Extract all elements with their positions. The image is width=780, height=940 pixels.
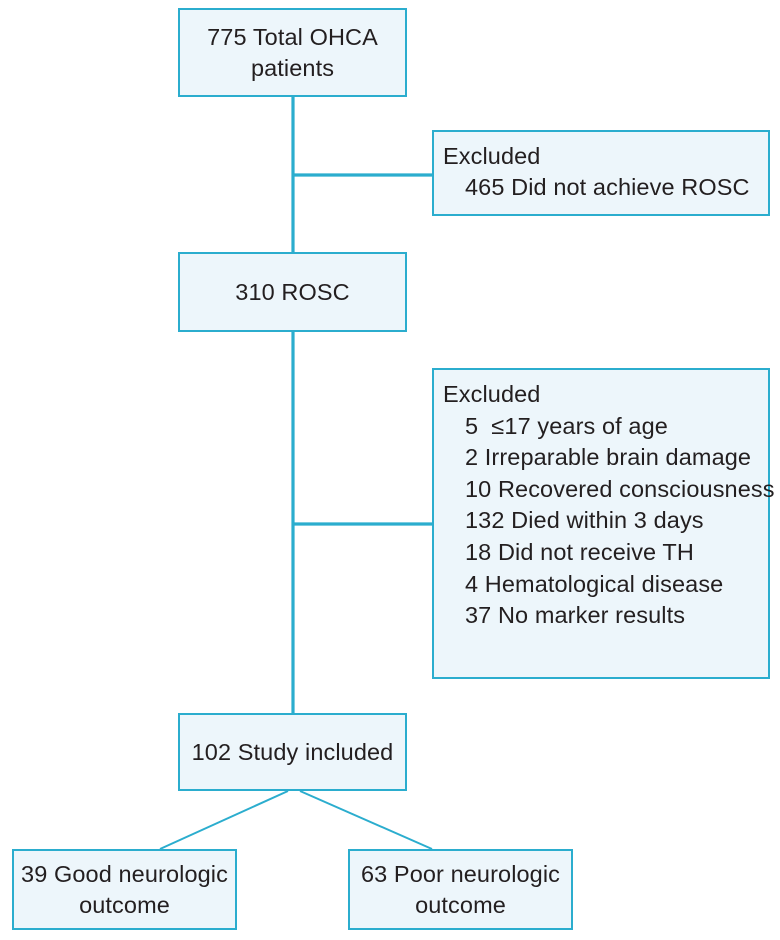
node-excluded-no-rosc: Excluded 465 Did not achieve ROSC bbox=[432, 130, 770, 216]
node-good-outcome-line-2: outcome bbox=[79, 891, 170, 918]
node-poor-outcome-line-1: 63 Poor neurologic bbox=[360, 860, 561, 887]
excluded-study-item-0: 5 ≤17 years of age bbox=[465, 412, 668, 439]
connector-included-to-poor bbox=[299, 790, 433, 850]
node-poor-neurologic-outcome: 63 Poor neurologic outcome bbox=[348, 849, 573, 930]
node-rosc-line-1: 310 ROSC bbox=[235, 278, 350, 305]
excluded-study-heading: Excluded bbox=[443, 381, 541, 407]
excluded-no-rosc-item-0: 465 Did not achieve ROSC bbox=[465, 173, 750, 200]
excluded-no-rosc-heading: Excluded bbox=[443, 143, 541, 169]
node-good-neurologic-outcome: 39 Good neurologic outcome bbox=[12, 849, 237, 930]
excluded-study-item-3: 132 Died within 3 days bbox=[465, 507, 704, 534]
node-total-ohca-patients: 775 Total OHCA patients bbox=[178, 8, 407, 97]
node-study-included-line-1: 102 Study included bbox=[191, 738, 394, 765]
excluded-study-item-2: 10 Recovered consciousness bbox=[465, 475, 775, 502]
node-excluded-study-criteria: Excluded 5 ≤17 years of age 2 Irreparabl… bbox=[432, 368, 774, 679]
excluded-study-item-6: 37 No marker results bbox=[465, 602, 686, 629]
excluded-study-item-1: 2 Irreparable brain damage bbox=[465, 444, 752, 471]
node-good-outcome-line-1: 39 Good neurologic bbox=[21, 860, 228, 887]
excluded-study-item-4: 18 Did not receive TH bbox=[465, 538, 694, 565]
node-poor-outcome-line-2: outcome bbox=[415, 891, 506, 918]
excluded-study-item-5: 4 Hematological disease bbox=[465, 570, 724, 597]
node-study-included: 102 Study included bbox=[178, 713, 407, 791]
node-rosc: 310 ROSC bbox=[178, 252, 407, 332]
node-total-line-1: 775 Total OHCA bbox=[207, 23, 378, 50]
connector-included-to-good bbox=[159, 790, 289, 850]
node-total-line-2: patients bbox=[250, 54, 335, 81]
